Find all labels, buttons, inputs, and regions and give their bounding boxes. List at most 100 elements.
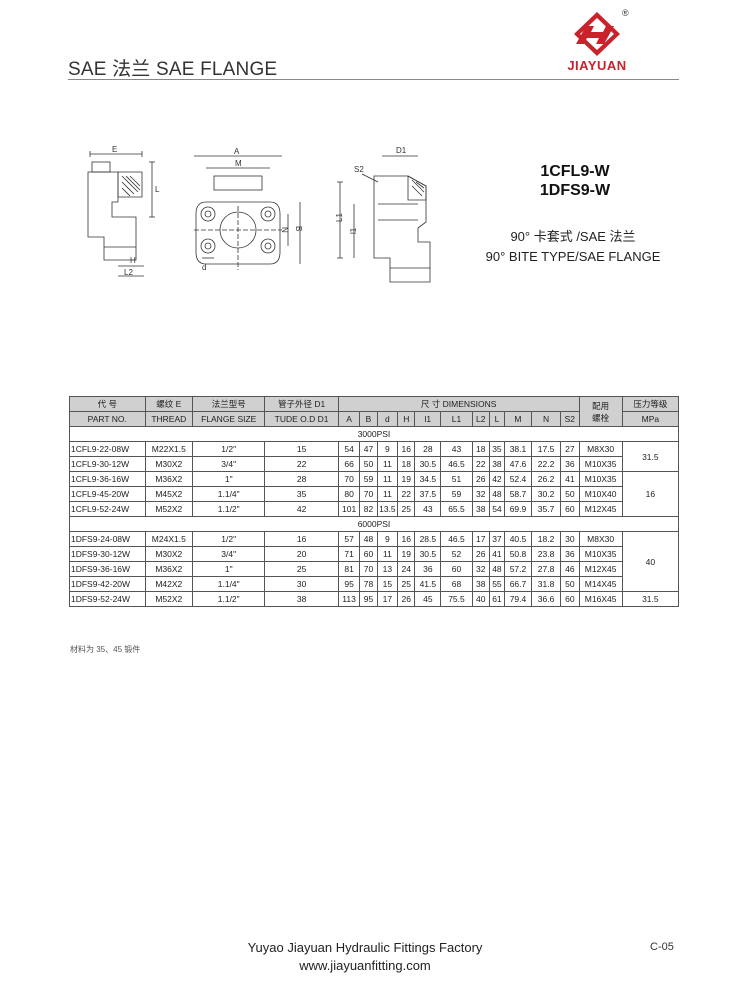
table-cell: 54 <box>337 441 361 457</box>
table-cell: 15 <box>264 441 339 457</box>
section-row: 3000PSI <box>69 426 679 442</box>
table-cell: 17 <box>471 531 490 547</box>
dim-label-b: B <box>294 226 303 231</box>
technical-drawings: E L H L2 A M N B d <box>87 145 431 283</box>
table-cell: 52.4 <box>503 471 532 487</box>
header-bolt: 配用螺栓 <box>578 396 623 427</box>
table-cell: 40 <box>471 591 490 607</box>
table-cell: 1.1/4" <box>192 576 266 592</box>
header-dim-h: H <box>397 411 416 427</box>
table-cell: M45X2 <box>144 486 194 502</box>
table-cell: M24X1.5 <box>144 531 194 547</box>
section-view-drawing: D1 S2 L1 l1 <box>335 146 431 283</box>
table-cell: 50 <box>560 486 580 502</box>
header-dim-l: L <box>488 411 505 427</box>
dim-label-e: E <box>112 145 117 154</box>
table-cell: 65.5 <box>440 501 473 517</box>
table-cell: 47.6 <box>503 456 532 472</box>
table-cell: 17.5 <box>530 441 562 457</box>
model-name-1cfl9: 1CFL9-W <box>540 163 610 180</box>
table-cell: M10X35 <box>578 456 623 472</box>
table-cell: 37 <box>488 531 505 547</box>
table-cell: 101 <box>337 501 361 517</box>
table-cell: 1/2" <box>192 531 266 547</box>
model-name-1dfs9: 1DFS9-W <box>539 182 611 199</box>
table-cell: 3/4" <box>192 456 266 472</box>
table-cell: 30.2 <box>530 486 562 502</box>
header-dim-l1: l1 <box>414 411 442 427</box>
table-cell: 36 <box>414 561 442 577</box>
table-cell: 47 <box>359 441 378 457</box>
header-flange-cn: 法兰型号 <box>192 396 266 412</box>
header-dim-n: N <box>530 411 562 427</box>
table-cell: 30.5 <box>414 456 442 472</box>
table-cell: 46 <box>560 561 580 577</box>
footer-website[interactable]: www.jiayuanfitting.com <box>299 958 431 973</box>
table-cell: 25 <box>397 501 416 517</box>
dim-label-s2: S2 <box>354 165 364 174</box>
header-dim-l2: L2 <box>471 411 490 427</box>
table-cell: 36.6 <box>530 591 562 607</box>
table-cell: 48 <box>488 486 505 502</box>
part-number: 1CFL9-30-12W <box>69 456 146 472</box>
dim-label-l1: L1 <box>335 213 344 222</box>
table-cell: 43 <box>414 501 442 517</box>
section-title: 6000PSI <box>69 516 679 532</box>
table-cell: 25 <box>397 576 416 592</box>
table-cell: 48 <box>359 531 378 547</box>
table-cell: 38 <box>471 501 490 517</box>
dim-label-d: d <box>202 263 206 272</box>
table-cell: 57 <box>337 531 361 547</box>
table-cell: 61 <box>488 591 505 607</box>
table-cell: 30.5 <box>414 546 442 562</box>
table-cell: 28 <box>264 471 339 487</box>
page-number: C-05 <box>650 941 674 953</box>
table-cell: 38 <box>471 576 490 592</box>
header-dim-l1: L1 <box>440 411 473 427</box>
table-cell: 1" <box>192 561 266 577</box>
table-cell: 27 <box>560 441 580 457</box>
dim-label-n: N <box>280 227 289 233</box>
table-cell: M52X2 <box>144 591 194 607</box>
table-cell: 15 <box>376 576 399 592</box>
table-cell: 81 <box>337 561 361 577</box>
table-cell: 28 <box>414 441 442 457</box>
table-cell: 26 <box>397 591 416 607</box>
table-cell: 50 <box>560 576 580 592</box>
table-cell: 70 <box>337 471 361 487</box>
table-cell: M30X2 <box>144 456 194 472</box>
table-cell: 58.7 <box>503 486 532 502</box>
table-cell: 43 <box>440 441 473 457</box>
pressure-value: 31.5 <box>621 441 680 472</box>
table-cell: 59 <box>359 471 378 487</box>
brand-name: JIAYUAN <box>567 58 627 73</box>
product-description: 90° 卡套式 /SAE 法兰 90° BITE TYPE/SAE FLANGE <box>462 227 684 267</box>
table-cell: 38 <box>264 591 339 607</box>
registered-mark: ® <box>622 8 629 18</box>
table-cell: 28.5 <box>414 531 442 547</box>
table-cell: 19 <box>397 471 416 487</box>
table-cell: 40.5 <box>503 531 532 547</box>
table-cell: 46.5 <box>440 531 473 547</box>
table-cell: M10X35 <box>578 471 623 487</box>
table-cell: 38.1 <box>503 441 532 457</box>
dim-label-i1: l1 <box>349 227 358 234</box>
table-cell: 54 <box>488 501 505 517</box>
table-cell: 1.1/2" <box>192 591 266 607</box>
table-cell: 30 <box>560 531 580 547</box>
table-cell: 3/4" <box>192 546 266 562</box>
pressure-value: 40 <box>621 531 680 592</box>
table-cell: 1" <box>192 471 266 487</box>
table-cell: M36X2 <box>144 561 194 577</box>
part-number: 1CFL9-52-24W <box>69 501 146 517</box>
table-cell: 60 <box>560 591 580 607</box>
description-en: 90° BITE TYPE/SAE FLANGE <box>485 249 661 264</box>
header-tube-en: TUDE O.D D1 <box>264 411 339 427</box>
table-cell: 50.8 <box>503 546 532 562</box>
table-cell: M10X35 <box>578 546 623 562</box>
